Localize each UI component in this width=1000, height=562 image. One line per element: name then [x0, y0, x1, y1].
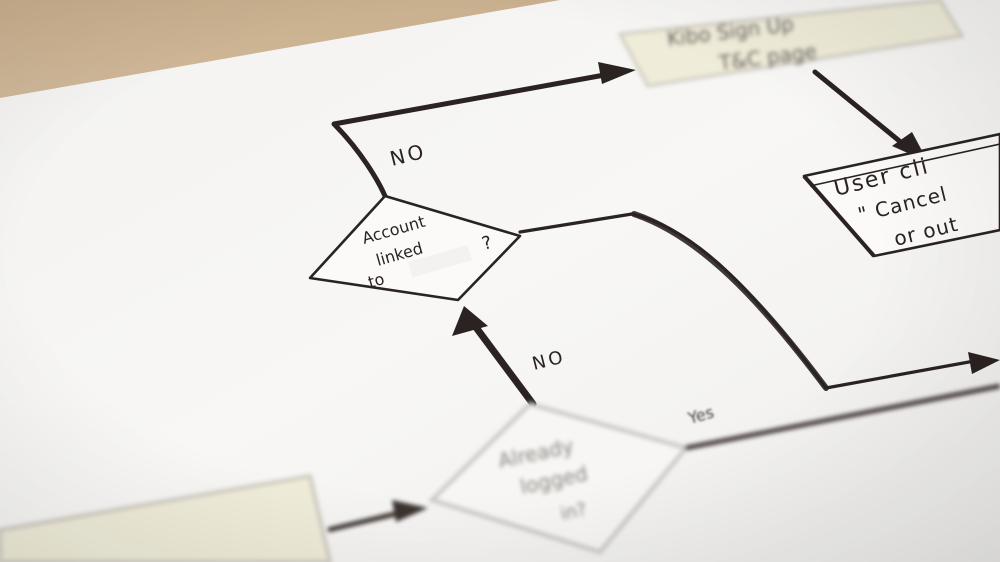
decision-account-line3: to	[366, 269, 387, 292]
arrowhead-up	[452, 306, 488, 336]
process-box-bottom-left	[0, 473, 333, 562]
decision-already-logged	[428, 401, 690, 555]
connector-top-to-right	[812, 69, 911, 151]
connector-no-middle	[468, 318, 537, 408]
arrowhead-bottom	[392, 500, 428, 522]
connector-yes-right	[685, 383, 1000, 451]
process-box-right	[802, 132, 1000, 258]
arrowhead-far-right	[968, 352, 1000, 374]
decision-account-linked	[308, 194, 522, 302]
connector-no-top	[331, 71, 613, 199]
redaction-patch	[407, 244, 473, 278]
arrowhead-top	[598, 62, 636, 84]
process-box-top	[617, 0, 965, 88]
connector-decision-right-thick	[631, 211, 829, 391]
